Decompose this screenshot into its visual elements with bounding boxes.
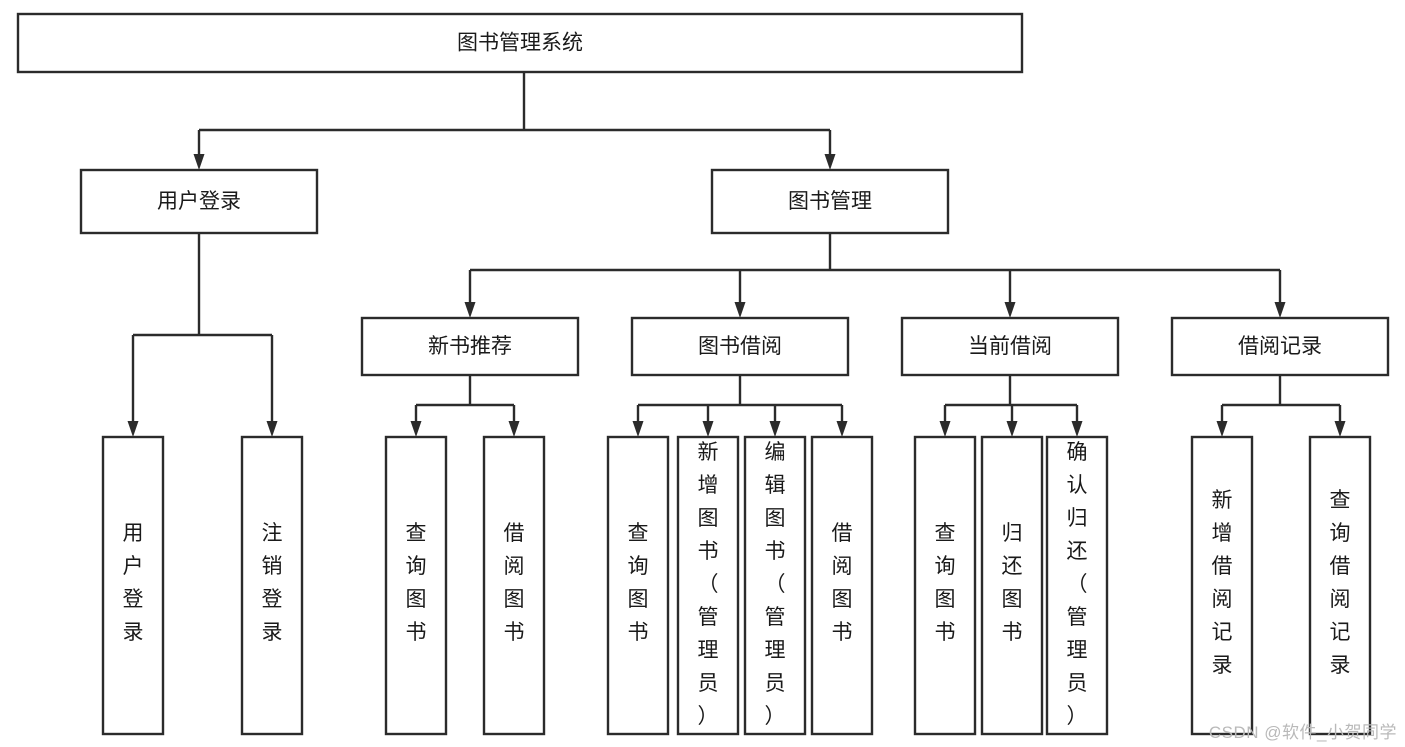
leaf-node-leaf-logout-login[interactable]: 注销登录: [240, 435, 304, 736]
leaf-node-leaf-add-book-admin[interactable]: 新增图书（管理员）: [676, 435, 740, 736]
node-label: 用户登录: [157, 190, 241, 213]
node-box: [710, 168, 950, 235]
level1-node-book-manage[interactable]: 图书管理: [710, 168, 950, 235]
level2-node-book-borrow[interactable]: 图书借阅: [630, 316, 850, 377]
node-label: 图书管理: [788, 190, 872, 213]
connector-edge-book-manage-to-level2: [464, 233, 1286, 318]
node-box: [1170, 316, 1390, 377]
node-label: 当前借阅: [968, 335, 1052, 358]
node-label: 新增图书（管理员）: [698, 441, 719, 728]
leaf-node-leaf-borrow-book[interactable]: 借阅图书: [810, 435, 874, 736]
node-label: 借阅图书: [832, 522, 853, 644]
node-box: [606, 435, 670, 736]
leaf-node-leaf-confirm-return-admin[interactable]: 确认归还（管理员）: [1045, 435, 1109, 736]
connector-edge-borrow-to-leaves: [632, 375, 848, 437]
node-label: 查询图书: [628, 522, 649, 644]
node-box: [79, 168, 319, 235]
connector-edge-record-to-leaves: [1216, 375, 1346, 437]
node-box: [810, 435, 874, 736]
node-box: [743, 435, 807, 736]
leaf-node-leaf-borrow-book-rec[interactable]: 借阅图书: [482, 435, 546, 736]
node-label: 用户登录: [123, 522, 144, 644]
node-box: [482, 435, 546, 736]
node-label: 查询借阅记录: [1330, 489, 1351, 677]
node-label: 借阅图书: [504, 522, 525, 644]
connector-edge-user-login-to-leaves: [127, 233, 278, 437]
leaf-node-leaf-query-borrow-record[interactable]: 查询借阅记录: [1308, 435, 1372, 736]
node-box: [360, 316, 580, 377]
root-node-root[interactable]: 图书管理系统: [16, 12, 1024, 74]
leaf-node-leaf-query-book-borrow[interactable]: 查询图书: [606, 435, 670, 736]
node-label: 图书借阅: [698, 335, 782, 358]
leaf-node-leaf-return-book[interactable]: 归还图书: [980, 435, 1044, 736]
level1-node-user-login[interactable]: 用户登录: [79, 168, 319, 235]
nodes-layer: 图书管理系统用户登录图书管理新书推荐图书借阅当前借阅借阅记录用户登录注销登录查询…: [16, 12, 1390, 736]
node-label: 新增借阅记录: [1212, 489, 1233, 677]
node-label: 新书推荐: [428, 335, 512, 358]
node-box: [1045, 435, 1109, 736]
node-box: [676, 435, 740, 736]
node-box: [1308, 435, 1372, 736]
level2-node-borrow-record[interactable]: 借阅记录: [1170, 316, 1390, 377]
level2-node-current-borrow[interactable]: 当前借阅: [900, 316, 1120, 377]
node-label: 查询图书: [406, 522, 427, 644]
node-label: 确认归还（管理员）: [1067, 441, 1088, 728]
connectors-layer: [127, 72, 1346, 437]
node-label: 查询图书: [935, 522, 956, 644]
node-label: 借阅记录: [1238, 335, 1322, 358]
leaf-node-leaf-query-book-rec[interactable]: 查询图书: [384, 435, 448, 736]
leaf-node-leaf-add-borrow-record[interactable]: 新增借阅记录: [1190, 435, 1254, 736]
level2-node-new-book-recommend[interactable]: 新书推荐: [360, 316, 580, 377]
node-box: [101, 435, 165, 736]
node-label: 注销登录: [262, 522, 283, 644]
leaf-node-leaf-query-book-current[interactable]: 查询图书: [913, 435, 977, 736]
leaf-node-leaf-edit-book-admin[interactable]: 编辑图书（管理员）: [743, 435, 807, 736]
connector-edge-current-to-leaves: [939, 375, 1083, 437]
leaf-node-leaf-user-login[interactable]: 用户登录: [101, 435, 165, 736]
node-box: [913, 435, 977, 736]
node-label: 编辑图书（管理员）: [765, 441, 786, 728]
node-label: 归还图书: [1002, 522, 1023, 644]
node-box: [16, 12, 1024, 74]
node-box: [980, 435, 1044, 736]
node-box: [1190, 435, 1254, 736]
node-box: [900, 316, 1120, 377]
node-box: [240, 435, 304, 736]
node-label: 图书管理系统: [457, 32, 583, 55]
connector-edge-root-to-level1: [193, 72, 836, 170]
node-box: [384, 435, 448, 736]
node-box: [630, 316, 850, 377]
connector-edge-recommend-to-leaves: [410, 375, 520, 437]
